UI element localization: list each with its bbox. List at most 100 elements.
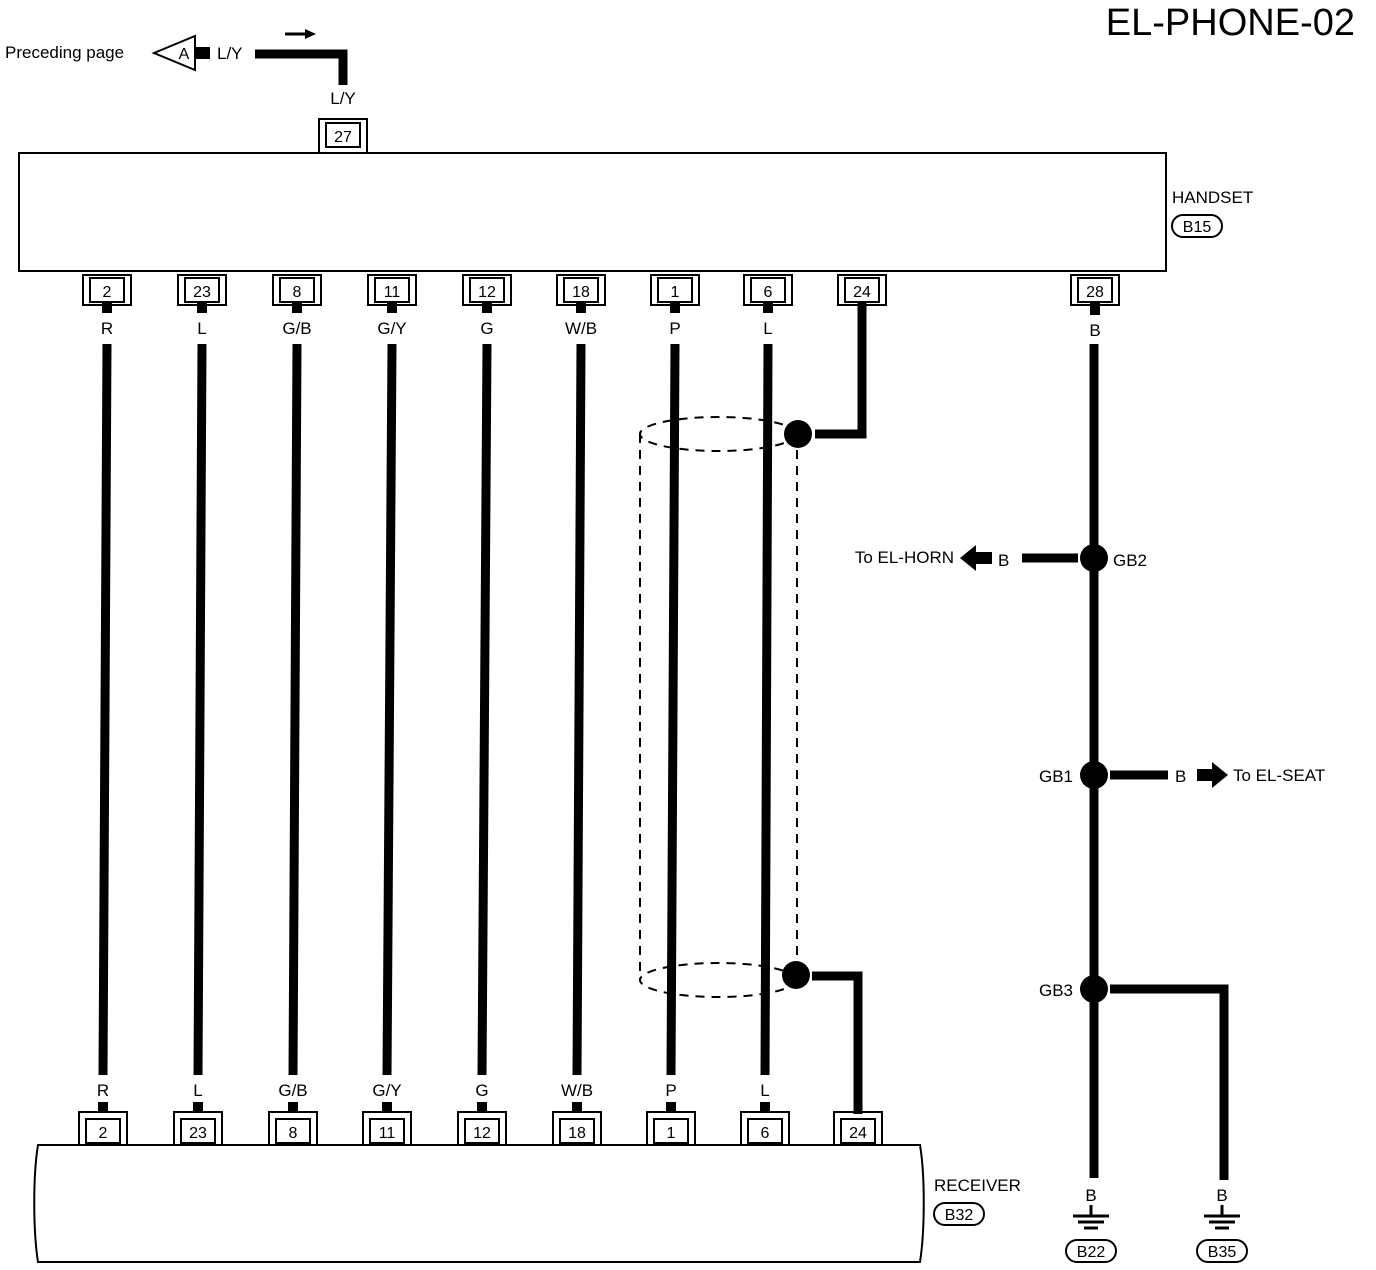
handset-pin-number: 2 [103, 284, 112, 301]
ground-b35-badge[interactable] [1196, 1239, 1248, 1263]
wire-line [98, 343, 112, 1076]
handset-wire-color: G [480, 319, 493, 338]
pin27-number: 27 [334, 129, 352, 146]
handset-box[interactable] [18, 152, 1167, 272]
shield-top-junction [784, 420, 812, 448]
receiver-pin[interactable] [552, 1111, 602, 1146]
pin27-wire-color: L/Y [330, 89, 356, 108]
wire-line [382, 343, 397, 1076]
handset-pin-number: 8 [293, 284, 302, 301]
receiver-pin-number: 2 [99, 1125, 108, 1142]
handset-connector-badge[interactable] [1171, 214, 1223, 238]
gb2-destination[interactable]: To EL-HORN [855, 548, 954, 567]
handset-pin-number: 11 [384, 284, 401, 301]
receiver-pin-24[interactable] [833, 1111, 883, 1146]
handset-pin-stub [102, 303, 112, 313]
receiver-pin-stub [477, 1102, 487, 1112]
shield-top-wire [815, 302, 867, 439]
receiver-pin[interactable] [78, 1111, 128, 1146]
handset-pin[interactable] [82, 274, 132, 306]
wire-3: 8G/BG/B8 [268, 274, 322, 1146]
handset-pin-stub [197, 303, 207, 313]
shield-bottom-wire [812, 971, 863, 1114]
receiver-wire-color: W/B [561, 1081, 593, 1100]
arrow-left-icon [960, 545, 992, 571]
wire-6: 18W/BW/B18 [552, 274, 606, 1146]
shield-cable-outline [639, 416, 798, 998]
handset-pin-28-number: 28 [1086, 284, 1104, 301]
gb1-label: GB1 [1039, 767, 1073, 786]
receiver-pin[interactable] [740, 1111, 790, 1146]
ground-b35-wire-color: B [1216, 1186, 1227, 1205]
receiver-pin-stub [572, 1102, 582, 1112]
handset-wire-color: W/B [565, 319, 597, 338]
handset-pin[interactable] [177, 274, 227, 306]
handset-pin-stub [292, 303, 302, 313]
receiver-wire-color: L [193, 1081, 202, 1100]
receiver-pin[interactable] [646, 1111, 696, 1146]
signal-wires: 2RR223LL238G/BG/B811G/YG/Y1112GG1218W/BW… [78, 274, 793, 1146]
wire-4: 11G/YG/Y11 [362, 274, 417, 1146]
handset-label: HANDSET [1172, 188, 1253, 207]
receiver-pin-stub [382, 1102, 392, 1112]
ground-b22-badge[interactable] [1065, 1239, 1117, 1263]
gb2-junction [1080, 544, 1108, 572]
receiver-box[interactable] [33, 1144, 925, 1263]
shield-group: 24 24 [639, 274, 887, 1146]
arrow-right-thick-icon [1197, 762, 1228, 788]
receiver-pin-stub [193, 1102, 203, 1112]
receiver-connector-badge[interactable] [933, 1202, 985, 1226]
receiver-pin[interactable] [457, 1111, 507, 1146]
wire-line [760, 343, 773, 1076]
gb3-label: GB3 [1039, 981, 1073, 1000]
pin27-box[interactable] [325, 122, 361, 148]
preceding-connector-letter: A [179, 46, 190, 63]
ground-circuit: 28 B GB2 B To EL-HORN GB1 B To EL-SEAT G… [855, 274, 1325, 1263]
pin28-stub [1090, 303, 1100, 315]
receiver-pin[interactable] [173, 1111, 223, 1146]
preceding-connector-a-icon[interactable]: A [151, 34, 196, 72]
ground-b22-wire-color: B [1085, 1186, 1096, 1205]
preceding-page-label: Preceding page [5, 43, 124, 62]
receiver-pin-number: 18 [568, 1125, 586, 1142]
gb1-destination[interactable]: To EL-SEAT [1233, 766, 1325, 785]
gb3-branch-wire [1110, 984, 1229, 1180]
receiver-pin[interactable] [268, 1111, 318, 1146]
wire-line [288, 343, 302, 1076]
gb3-junction [1080, 975, 1108, 1003]
ground-b35-id: B35 [1208, 1244, 1237, 1261]
preceding-connector-stub [196, 47, 210, 59]
ground-b22-id: B22 [1077, 1244, 1106, 1261]
receiver-wire-color: R [97, 1081, 109, 1100]
ground-b35-icon [1204, 1205, 1240, 1230]
handset-pin-stub [482, 303, 492, 313]
receiver-wire-color: L [760, 1081, 769, 1100]
handset-pin-number: 1 [671, 284, 680, 301]
handset-pin-number: 23 [193, 284, 211, 301]
receiver-pin[interactable] [362, 1111, 412, 1146]
diagram-title: EL-PHONE-02 [1106, 2, 1355, 44]
receiver-label: RECEIVER [934, 1176, 1021, 1195]
receiver-pin-number: 8 [289, 1125, 298, 1142]
wire-line [477, 343, 492, 1076]
handset-pin[interactable] [367, 274, 417, 306]
gb1-junction [1080, 761, 1108, 789]
handset-wire-color: G/Y [377, 319, 406, 338]
handset-pin[interactable] [272, 274, 322, 306]
receiver-pin-number: 23 [189, 1125, 207, 1142]
receiver-wire-color: P [665, 1081, 676, 1100]
handset-wire-color: R [101, 319, 113, 338]
handset-wire-color: L [197, 319, 206, 338]
wire-line [193, 343, 207, 1076]
receiver-wire-color: G/B [278, 1081, 307, 1100]
receiver-pin-number: 12 [473, 1125, 491, 1142]
receiver-pin-number: 1 [667, 1125, 676, 1142]
wire-line [666, 343, 680, 1076]
receiver-connector-id: B32 [945, 1207, 974, 1224]
handset-pin-stub [763, 303, 773, 313]
preceding-wire-color: L/Y [217, 44, 243, 63]
